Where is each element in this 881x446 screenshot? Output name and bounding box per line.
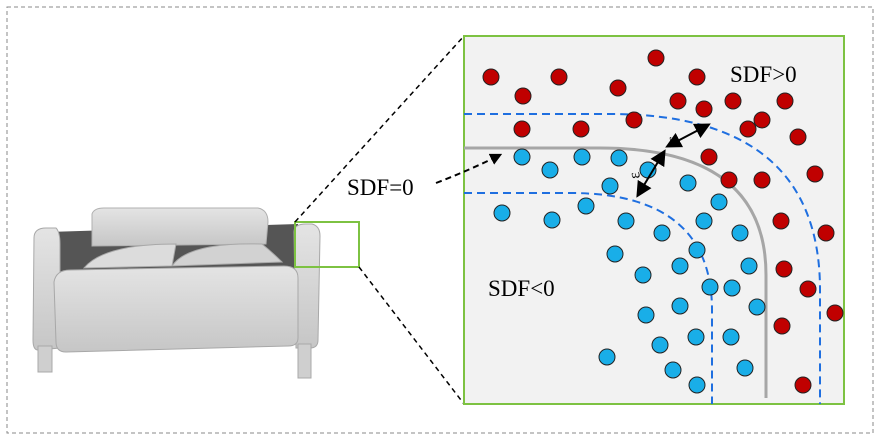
inside-point [513, 148, 531, 166]
inside-point [687, 328, 705, 346]
epsilon-label-upper: ε [664, 134, 682, 144]
outside-point [625, 111, 643, 129]
epsilon-label-lower: ε [626, 170, 644, 180]
outside-point [794, 376, 812, 394]
outside-point [700, 148, 718, 166]
outside-point [572, 120, 590, 138]
sofa-leg-right [297, 343, 312, 379]
inside-point [573, 148, 591, 166]
outside-point [772, 212, 790, 230]
sofa-arm-left [32, 227, 61, 351]
inside-point [653, 224, 671, 242]
outside-point [609, 79, 627, 97]
outside-point [513, 120, 531, 138]
outside-point [550, 68, 568, 86]
inside-point [634, 266, 652, 284]
inside-point [637, 306, 655, 324]
inside-point [606, 245, 624, 263]
sofa-leg-left [37, 345, 53, 373]
zoom-region-box [294, 221, 360, 268]
outside-point [724, 92, 742, 110]
inside-point [617, 212, 635, 230]
inside-point [688, 241, 706, 259]
inside-point [748, 298, 766, 316]
inside-points [493, 148, 766, 394]
inside-point [736, 359, 754, 377]
outside-point [720, 171, 738, 189]
inside-point [688, 376, 706, 394]
outside-point [826, 304, 844, 322]
epsilon-arrow-lower [636, 149, 666, 198]
outside-point [647, 49, 665, 67]
outside-point [773, 317, 791, 335]
outside-point [753, 111, 771, 129]
inside-point [671, 297, 689, 315]
sdf-positive-label: SDF>0 [730, 62, 797, 87]
sofa-seat-cushion-right [171, 243, 284, 267]
inside-point [598, 348, 616, 366]
outside-points [482, 49, 844, 394]
inside-point [671, 257, 689, 275]
inside-point [543, 211, 561, 229]
inside-point [695, 212, 713, 230]
sdf-zero-label: SDF=0 [347, 175, 414, 200]
epsilon-arrow-upper [665, 123, 711, 148]
inside-point [664, 361, 682, 379]
sdf-zero-pointer-arrow [435, 153, 503, 184]
outer-frame [6, 6, 874, 434]
inside-point [740, 257, 758, 275]
inside-point [731, 224, 749, 242]
inside-point [701, 278, 719, 296]
outside-point [753, 171, 771, 189]
outside-point [514, 87, 532, 105]
inside-point [577, 197, 595, 215]
zoom-connector-bottom [358, 266, 465, 405]
sofa-arm-right [293, 223, 321, 349]
outside-point [775, 260, 793, 278]
outside-point [776, 92, 794, 110]
sofa-seat-base [53, 265, 299, 353]
inside-point [541, 161, 559, 179]
outside-point [806, 165, 824, 183]
outside-point [817, 224, 835, 242]
zoom-connector-top [294, 35, 465, 223]
outer-band-boundary [464, 113, 821, 404]
outside-point [688, 68, 706, 86]
inside-point [651, 336, 669, 354]
inside-point [610, 149, 628, 167]
outside-point [799, 280, 817, 298]
inside-point [679, 174, 697, 192]
sofa-back-cushion [91, 207, 269, 247]
outside-point [669, 92, 687, 110]
outside-point [739, 120, 757, 138]
inside-point [493, 204, 511, 222]
outside-point [789, 128, 807, 146]
sofa-model [32, 207, 321, 379]
inside-point [710, 193, 728, 211]
inside-point [601, 177, 619, 195]
outside-point [695, 100, 713, 118]
sdf-negative-label: SDF<0 [488, 276, 555, 301]
inside-point [722, 328, 740, 346]
outside-point [482, 68, 500, 86]
sofa-seat-cushion-left [82, 243, 177, 269]
inside-point [723, 279, 741, 297]
